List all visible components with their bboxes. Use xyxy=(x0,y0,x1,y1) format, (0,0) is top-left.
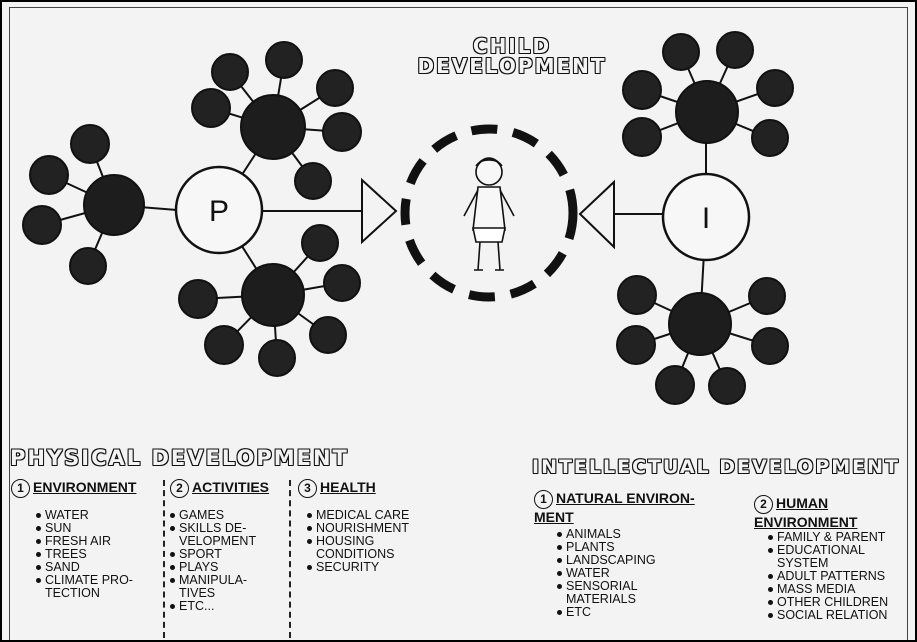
separator-2 xyxy=(289,480,291,638)
col-label: ACTIVITIES xyxy=(192,479,269,495)
separator-1 xyxy=(163,480,165,638)
list-item: SKILLS DE- VELOPMENT xyxy=(170,522,280,548)
satellite-node xyxy=(192,89,230,127)
intellectual-network: I xyxy=(580,32,793,404)
satellite-node xyxy=(302,225,338,261)
list-item: EDUCATIONAL SYSTEM xyxy=(768,544,908,570)
physical-heading: PHYSICAL DEVELOPMENT xyxy=(10,446,349,470)
arrow-right-icon xyxy=(362,180,396,242)
satellite-node xyxy=(617,326,655,364)
satellite-node xyxy=(623,71,661,109)
physical-hub-left xyxy=(84,175,144,235)
satellite-node xyxy=(30,156,68,194)
satellite-node xyxy=(317,70,353,106)
satellite-node xyxy=(618,276,656,314)
satellite-node xyxy=(663,34,699,70)
satellite-node xyxy=(324,265,360,301)
satellite-node xyxy=(259,340,295,376)
col-number: 1 xyxy=(11,479,30,498)
satellite-node xyxy=(23,206,61,244)
title-line-2: DEVELOPMENT xyxy=(382,56,642,76)
list-item: ETC xyxy=(557,606,687,619)
satellite-node xyxy=(70,248,106,284)
satellite-node xyxy=(623,118,661,156)
physical-col-3-head: 3HEALTH xyxy=(298,479,376,498)
satellite-node xyxy=(752,120,788,156)
arrow-left-icon xyxy=(580,182,614,247)
col-label: ENVIRONMENT xyxy=(33,479,136,495)
intellectual-hub-bottom xyxy=(669,293,731,355)
col-number: 2 xyxy=(170,479,189,498)
child-center xyxy=(405,129,573,297)
list-item: SENSORIAL MATERIALS xyxy=(557,580,687,606)
satellite-node xyxy=(310,317,346,353)
list-item: HOUSING CONDITIONS xyxy=(307,535,432,561)
child-legs xyxy=(478,242,500,270)
list-item: CLIMATE PRO- TECTION xyxy=(36,574,161,600)
satellite-node xyxy=(212,54,248,90)
satellite-node xyxy=(749,278,785,314)
satellite-node xyxy=(179,280,217,318)
satellite-node xyxy=(205,326,243,364)
physical-node-label: P xyxy=(209,195,229,228)
physical-network: P xyxy=(23,42,396,376)
diagram-title: CHILD DEVELOPMENT xyxy=(382,36,642,76)
col-number: 3 xyxy=(298,479,317,498)
list-item: MANIPULA- TIVES xyxy=(170,574,280,600)
list-item: SOCIAL RELATION xyxy=(768,609,908,622)
child-torso xyxy=(473,187,505,230)
col-label: NATURAL ENVIRON- MENT xyxy=(534,490,695,525)
satellite-node xyxy=(323,113,361,151)
list-item: SECURITY xyxy=(307,561,432,574)
intellectual-heading: INTELLECTUAL DEVELOPMENT xyxy=(532,456,900,478)
physical-hub-bottom xyxy=(242,264,304,326)
satellite-node xyxy=(295,163,331,199)
col-number: 1 xyxy=(534,490,553,509)
child-figure-icon xyxy=(464,158,514,270)
col-number: 2 xyxy=(754,495,773,514)
satellite-node xyxy=(71,125,109,163)
intellectual-node-label: I xyxy=(702,202,710,235)
satellite-node xyxy=(266,42,302,78)
intellectual-hub-top xyxy=(676,81,738,143)
satellite-node xyxy=(752,328,788,364)
satellite-node xyxy=(656,366,694,404)
intellectual-col-2-list: FAMILY & PARENTEDUCATIONAL SYSTEMADULT P… xyxy=(768,531,908,622)
col-label: HEALTH xyxy=(320,479,376,495)
satellite-node xyxy=(717,32,753,68)
title-line-1: CHILD xyxy=(382,36,642,56)
physical-hub-top xyxy=(241,95,305,159)
child-diaper xyxy=(473,228,505,242)
satellite-node xyxy=(709,368,745,404)
satellite-node xyxy=(757,70,793,106)
list-item: ETC... xyxy=(170,600,280,613)
